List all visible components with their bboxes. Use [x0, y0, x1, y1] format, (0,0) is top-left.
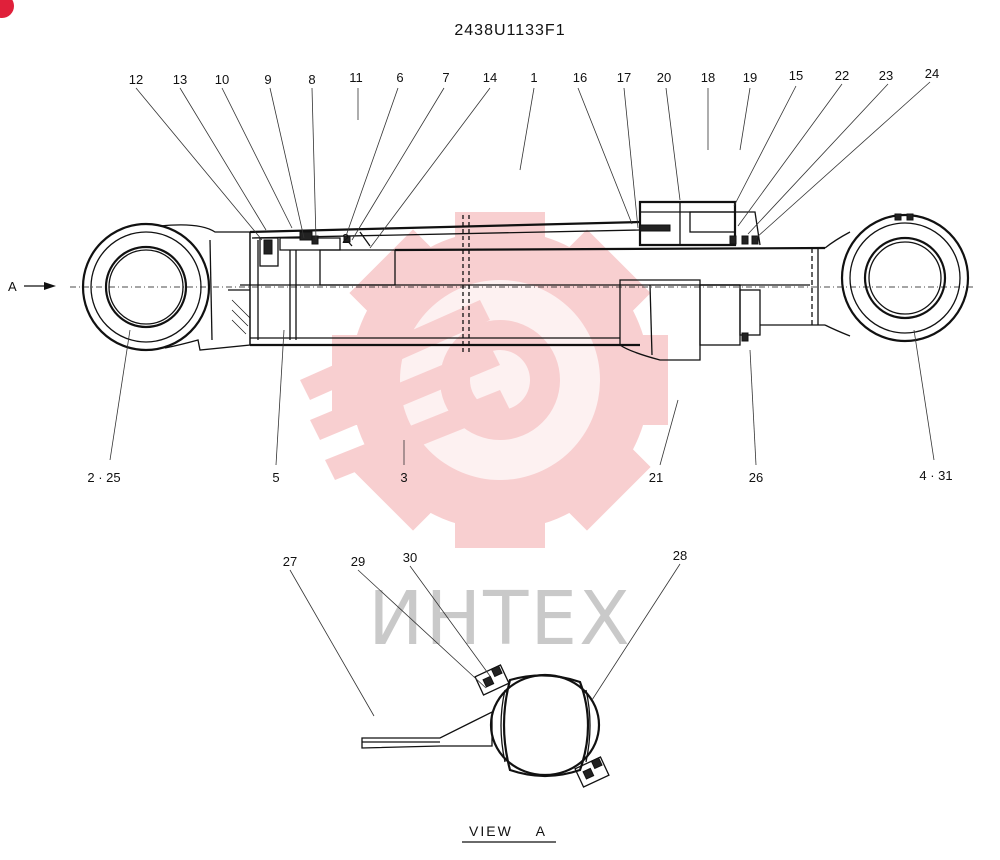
bottom-callout-labels: 2 · 25 5 3 21 26 4 · 31: [87, 468, 952, 485]
callout-28: 28: [673, 548, 687, 563]
rod-end-eye: [840, 213, 970, 343]
view-a-arrow: A: [8, 279, 56, 294]
callout-29: 29: [351, 554, 365, 569]
view-a-bolt-top: [474, 664, 510, 696]
callout-2-25: 2 · 25: [87, 470, 120, 485]
callout-27: 27: [283, 554, 297, 569]
view-a-bolt-bottom: [574, 756, 610, 788]
callout-20: 20: [657, 70, 671, 85]
watermark-gear-logo: [300, 212, 668, 548]
callout-30: 30: [403, 550, 417, 565]
corner-badge: [0, 0, 14, 18]
callout-6: 6: [396, 70, 403, 85]
callout-9: 9: [264, 72, 271, 87]
drawing-number: 2438U1133F1: [454, 22, 565, 39]
callout-26: 26: [749, 470, 763, 485]
section-break: [462, 215, 470, 355]
callout-3: 3: [400, 470, 407, 485]
callout-12: 12: [129, 72, 143, 87]
callout-5: 5: [272, 470, 279, 485]
callout-10: 10: [215, 72, 229, 87]
callout-14: 14: [483, 70, 497, 85]
callout-17: 17: [617, 70, 631, 85]
watermark-text: ИНТЕХ: [368, 576, 632, 662]
callout-21: 21: [649, 470, 663, 485]
callout-23: 23: [879, 68, 893, 83]
callout-22: 22: [835, 68, 849, 83]
top-callout-labels: 12 13 10 9 8 11 6 7 14 1 16 17 20 18 19 …: [129, 66, 939, 87]
cylinder-tube: 2: [240, 220, 641, 347]
callout-13: 13: [173, 72, 187, 87]
callout-19: 19: [743, 70, 757, 85]
callout-18: 18: [701, 70, 715, 85]
callout-7: 7: [442, 70, 449, 85]
callout-11: 11: [349, 70, 363, 85]
top-leaders: [135, 81, 931, 249]
callout-1: 1: [530, 70, 537, 85]
callout-24: 24: [925, 66, 939, 81]
callout-15: 15: [789, 68, 803, 83]
view-caption: VIEW A: [469, 823, 547, 839]
svg-text:A: A: [8, 279, 17, 294]
svg-text:2: 2: [342, 231, 349, 246]
bottom-leaders: [109, 329, 935, 466]
callout-8: 8: [308, 72, 315, 87]
rod-gland: [619, 200, 761, 361]
view-a-detail: 27 29 30 28: [283, 548, 687, 788]
callout-16: 16: [573, 70, 587, 85]
callout-4-31: 4 · 31: [919, 468, 952, 483]
